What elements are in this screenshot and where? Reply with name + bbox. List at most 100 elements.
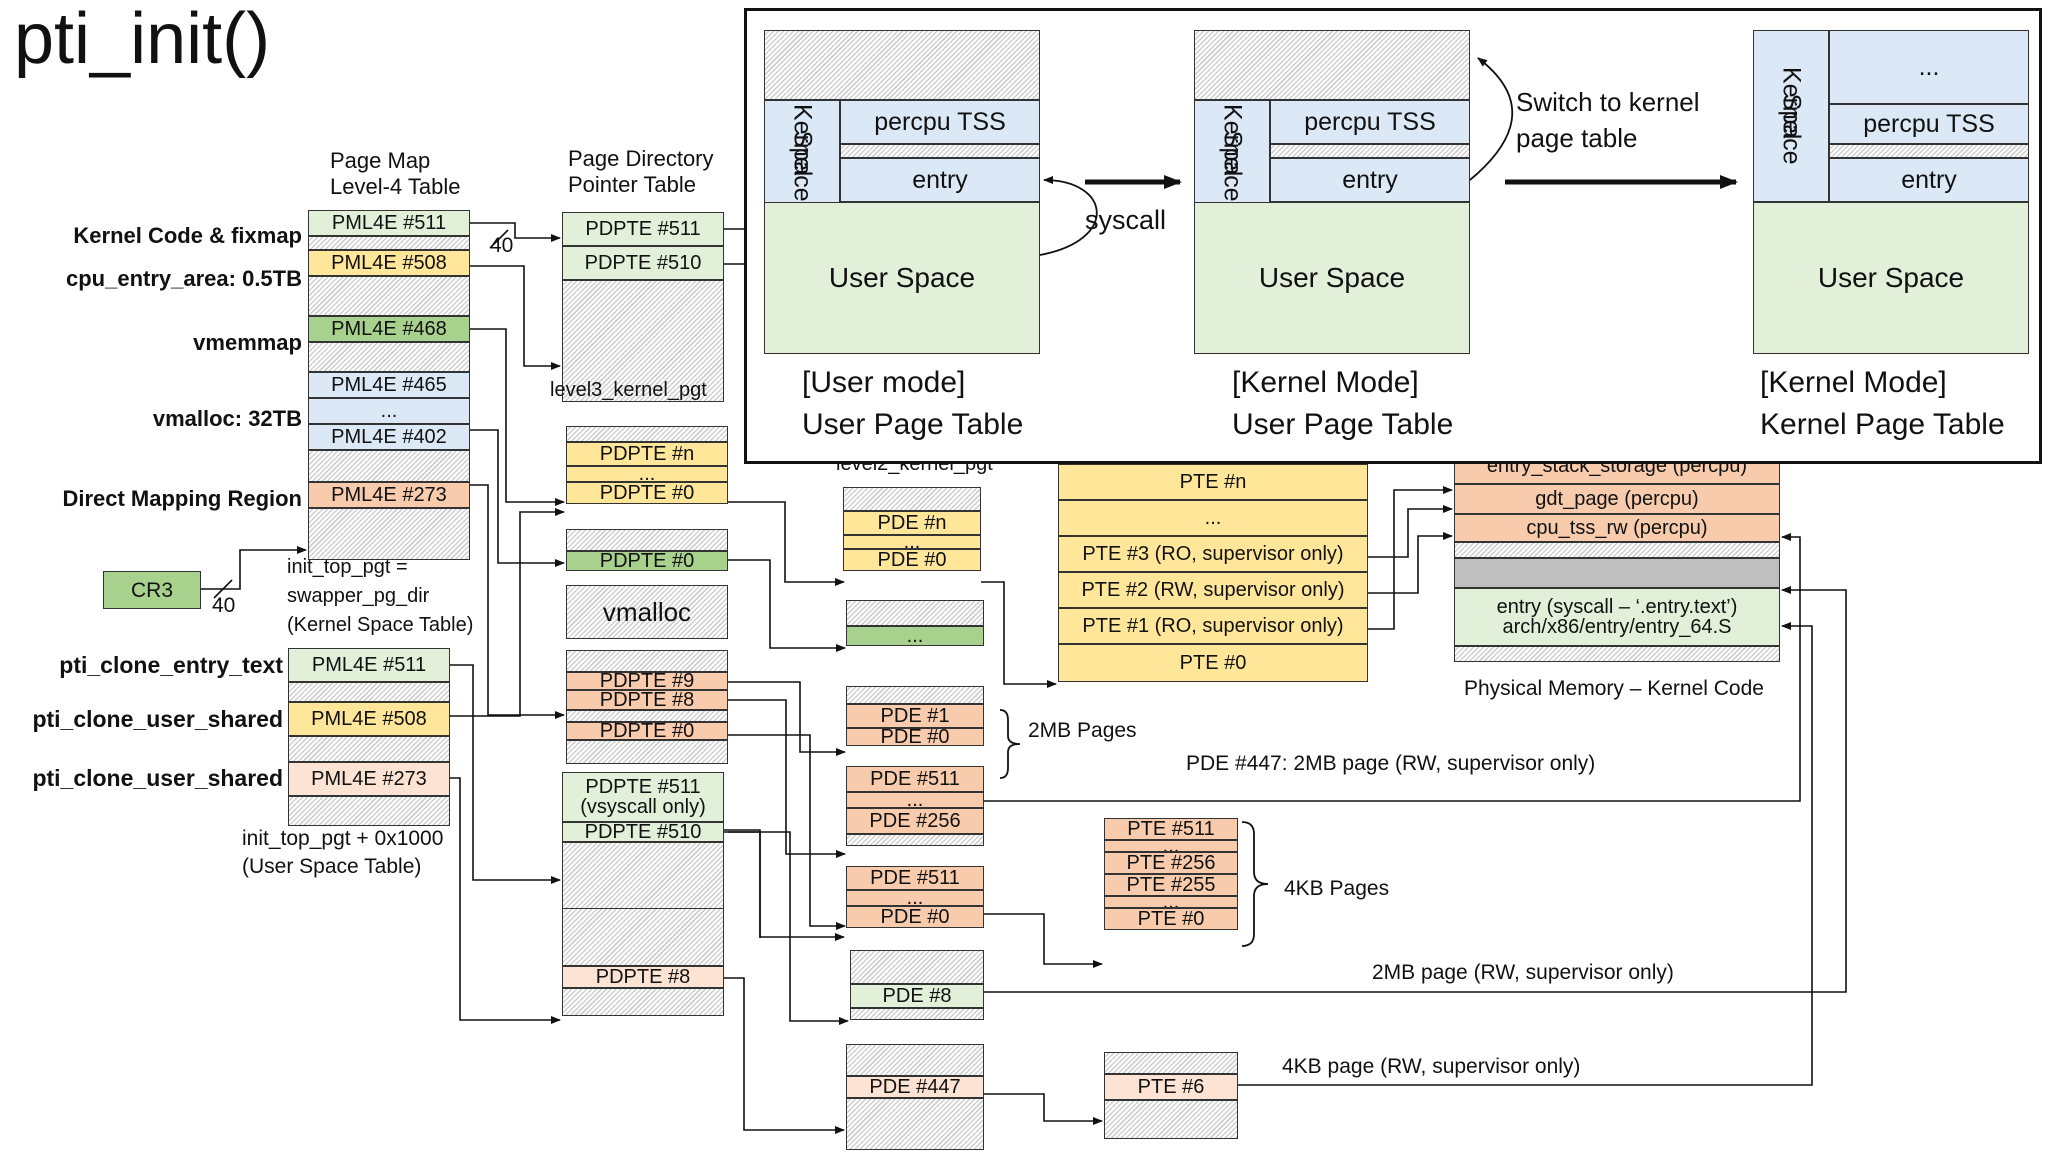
pt-user-filler (1104, 1100, 1238, 1139)
table-caption: User Page Table (1232, 408, 1454, 441)
pdpt-vmemmap-entry: PDPTE #0 (566, 551, 728, 571)
pde-direct3-arrow (984, 913, 1103, 968)
note-4kb-page: 4KB page (RW, supervisor only) (1282, 1055, 1581, 1078)
table-caption: Kernel Page Table (1760, 408, 2005, 441)
region-label: vmemmap (193, 330, 302, 355)
pd-user2-filler (846, 1044, 984, 1076)
brace-4kb (1241, 821, 1269, 947)
vmalloc-area: vmalloc (566, 585, 728, 639)
pml4-filler (308, 508, 470, 560)
entry-block: entry (840, 158, 1040, 202)
page-title: pti_init() (14, 0, 271, 79)
pt-hatch-mid (1270, 144, 1470, 158)
pml4-table-header: Page Map Level-4 Table (330, 148, 461, 200)
user-pml4-filler (288, 736, 450, 762)
pdpt-cpu-entry: ... (566, 466, 728, 482)
pt-cpu-entry: PTE #2 (RW, supervisor only) (1058, 572, 1368, 608)
pd-vmemmap-filler (846, 600, 984, 626)
pt-direct-entry: ... (1104, 840, 1238, 852)
region-label: vmalloc: 32TB (152, 406, 302, 431)
mode-caption: [Kernel Mode] (1232, 366, 1419, 399)
pdpte8-arrow (728, 699, 846, 858)
pdpt-cpu-filler (566, 426, 728, 442)
region-label: Kernel Code & fixmap (73, 223, 302, 248)
pd-user1-filler (850, 950, 984, 984)
pt-hatch-mid (840, 144, 1040, 158)
pd-cpu-entry: PDE #n (843, 511, 981, 535)
phys-mem-filler (1454, 542, 1780, 558)
pde8-return (984, 586, 1847, 993)
pd-user2-filler (846, 1098, 984, 1150)
pml4-entry: PML4E #465 (308, 372, 470, 398)
switch-curve (1469, 57, 1514, 181)
bits-label: 40 (490, 234, 514, 257)
pml4-entry: PML4E #468 (308, 316, 470, 342)
pde447-arrow (984, 1093, 1103, 1125)
pd-direct1-entry: PDE #1 (846, 704, 984, 728)
pml4-468-arrow (470, 328, 565, 506)
pdpt-direct-entry: PDPTE #0 (566, 722, 728, 740)
percpu-tss: percpu TSS (1829, 104, 2029, 144)
pt-direct-entry: ... (1104, 896, 1238, 908)
pdpt-filler (562, 280, 724, 402)
pdpt-header: Page Directory Pointer Table (568, 146, 714, 198)
entry-block: entry (1270, 158, 1470, 202)
pdpte8u-arrow (724, 977, 845, 1134)
pd-user1-filler (850, 1008, 984, 1020)
note-2mb-pages: 2MB Pages (1028, 719, 1137, 742)
pdpte-vm-arrow (728, 559, 846, 652)
pdpt-entry: PDPTE #510 (562, 246, 724, 280)
pt-cpu-entry: ... (1058, 500, 1368, 536)
pdpte-user-pd8 (728, 831, 849, 1025)
brace-2mb (999, 709, 1021, 779)
bits-slash (489, 229, 509, 249)
pt-cpu-entry: PTE #n (1058, 464, 1368, 500)
pt-cpu-entry: PTE #0 (1058, 644, 1368, 682)
pte1-arrow (1368, 486, 1453, 630)
pte2-arrow (1368, 532, 1453, 594)
pml4-entry: PML4E #402 (308, 424, 470, 450)
percpu-tss: percpu TSS (1270, 100, 1470, 144)
table-caption: User Page Table (802, 408, 1024, 441)
user-pml4-entry: PML4E #508 (288, 702, 450, 736)
region-label: Direct Mapping Region (62, 486, 302, 511)
user-region-label: pti_clone_entry_text (59, 652, 283, 678)
phys-caption: Physical Memory – Kernel Code (1464, 677, 1764, 700)
pdpt-cpu-entry: PDPTE #0 (566, 482, 728, 504)
pdpte510-link (724, 831, 761, 938)
mode-caption: [User mode] (802, 366, 966, 399)
pd-direct2-entry: ... (846, 792, 984, 808)
region-label: cpu_entry_area: 0.5TB (66, 266, 302, 291)
pt-cpu-entry: PTE #3 (RO, supervisor only) (1058, 536, 1368, 572)
pd-direct3-entry: ... (846, 890, 984, 906)
phys-mem-entry: entry (syscall – ‘.entry.text’) arch/x86… (1454, 588, 1780, 646)
pdpt-cpu-entry: PDPTE #n (566, 442, 728, 466)
pdpt-direct-filler (566, 650, 728, 672)
user-508-arrow (450, 508, 565, 717)
pte3-arrow (1368, 505, 1453, 558)
user-space-block: User Space (1753, 202, 2029, 354)
syscall-curve (1039, 176, 1098, 256)
kernel-dots: ... (1829, 30, 2029, 104)
pml4-filler (308, 450, 470, 482)
pdpte510u-arrow (724, 829, 845, 941)
pdpt-vmemmap-filler (566, 529, 728, 551)
user-pml4-entry: PML4E #511 (288, 648, 450, 682)
pdpt-user2-entry: PDPTE #8 (562, 966, 724, 988)
pml4-filler (308, 342, 470, 372)
pdpt-user-filler (562, 842, 724, 912)
user-pml4-filler (288, 796, 450, 826)
cr3-arrow (201, 546, 307, 590)
user-pml4-filler (288, 682, 450, 702)
phys-mem-entry: cpu_tss_rw (percpu) (1454, 514, 1780, 542)
switch-label: Switch to kernel page table (1516, 87, 1700, 154)
pt-cpu-entry: PTE #1 (RO, supervisor only) (1058, 608, 1368, 644)
pd-direct2-filler (846, 834, 984, 846)
pd-user1-entry: PDE #8 (850, 984, 984, 1008)
pt-direct-entry: PTE #0 (1104, 908, 1238, 930)
pdpt-user-entry: PDPTE #511 (vsyscall only) (562, 772, 724, 822)
